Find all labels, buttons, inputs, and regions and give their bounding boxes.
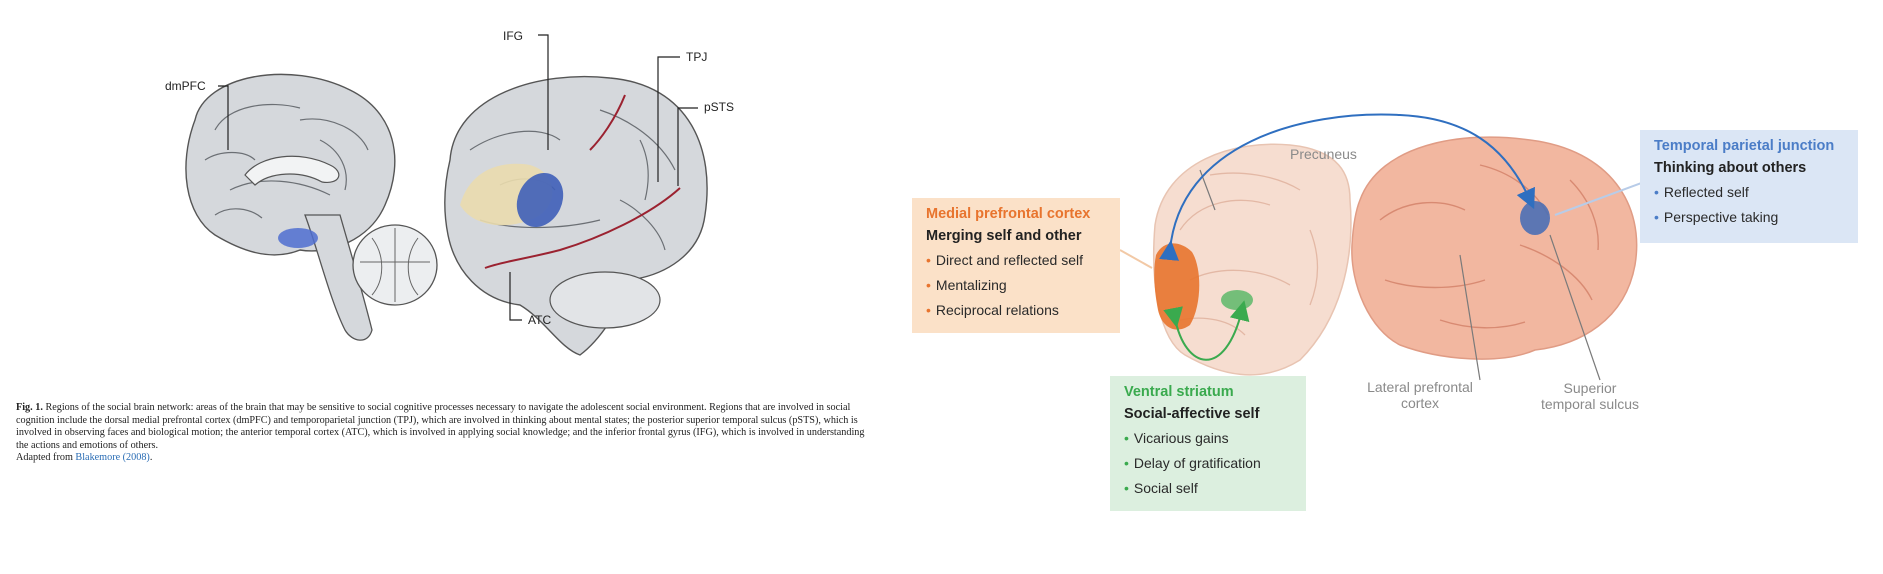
mpfc-callout: Medial prefrontal cortex Merging self an… <box>912 198 1120 333</box>
list-item: •Social self <box>1124 480 1198 496</box>
label-lateral-pfc-line1: Lateral prefrontal <box>1367 379 1473 395</box>
right-brain-diagram <box>1119 113 1656 381</box>
lateral-brain-right <box>1351 136 1638 360</box>
sagittal-brain <box>185 73 438 341</box>
tpj-title: Temporal parietal junction <box>1654 138 1835 154</box>
tpj-callout: Temporal parietal junction Thinking abou… <box>1640 130 1858 243</box>
lateral-brain <box>444 75 708 356</box>
label-dmpfc: dmPFC <box>165 79 206 93</box>
caption-adapted-suffix: . <box>149 452 153 464</box>
label-ifg: IFG <box>503 29 523 43</box>
list-item: •Perspective taking <box>1654 209 1779 225</box>
label-sts-line2: temporal sulcus <box>1540 396 1640 412</box>
vs-list: •Vicarious gains •Delay of gratification… <box>1124 426 1292 501</box>
blue-arrow <box>1159 113 1535 261</box>
vs-title: Ventral striatum <box>1124 384 1234 400</box>
figure-caption: Fig. 1. Regions of the social brain netw… <box>16 402 866 465</box>
left-brain-diagram: dmPFC IFG TPJ pSTS ATC <box>165 29 734 356</box>
caption-adapted-prefix: Adapted from <box>16 452 76 464</box>
list-item: •Reciprocal relations <box>926 302 1059 318</box>
ventral-striatum-callout: Ventral striatum Social-affective self •… <box>1110 376 1306 511</box>
label-sts-line1: Superior <box>1563 380 1617 396</box>
label-superior-temporal-sulcus: Superior temporal sulcus <box>1520 380 1660 412</box>
label-precuneus: Precuneus <box>1290 146 1357 162</box>
vs-subtitle: Social-affective self <box>1124 406 1260 422</box>
mpfc-list: •Direct and reflected self •Mentalizing … <box>926 248 1106 323</box>
medial-brain <box>1153 143 1352 376</box>
label-tpj: TPJ <box>686 50 707 64</box>
caption-citation-link[interactable]: Blakemore (2008) <box>75 452 150 464</box>
mpfc-title: Medial prefrontal cortex <box>926 206 1091 222</box>
list-item: •Vicarious gains <box>1124 430 1229 446</box>
label-psts: pSTS <box>704 100 734 114</box>
list-item: •Mentalizing <box>926 277 1007 293</box>
label-atc: ATC <box>528 313 551 327</box>
green-arrow <box>1163 300 1250 361</box>
mpfc-subtitle: Merging self and other <box>926 228 1082 244</box>
tpj-subtitle: Thinking about others <box>1654 160 1807 176</box>
tpj-list: •Reflected self •Perspective taking <box>1654 180 1844 230</box>
label-lateral-pfc: Lateral prefrontal cortex <box>1350 379 1490 411</box>
list-item: •Reflected self <box>1654 184 1749 200</box>
caption-adapted: Adapted from Blakemore (2008). <box>16 452 866 465</box>
list-item: •Delay of gratification <box>1124 455 1261 471</box>
caption-text: Regions of the social brain network: are… <box>16 402 865 451</box>
caption-fig-label: Fig. 1. <box>16 402 43 413</box>
list-item: •Direct and reflected self <box>926 252 1083 268</box>
label-lateral-pfc-line2: cortex <box>1400 395 1440 411</box>
